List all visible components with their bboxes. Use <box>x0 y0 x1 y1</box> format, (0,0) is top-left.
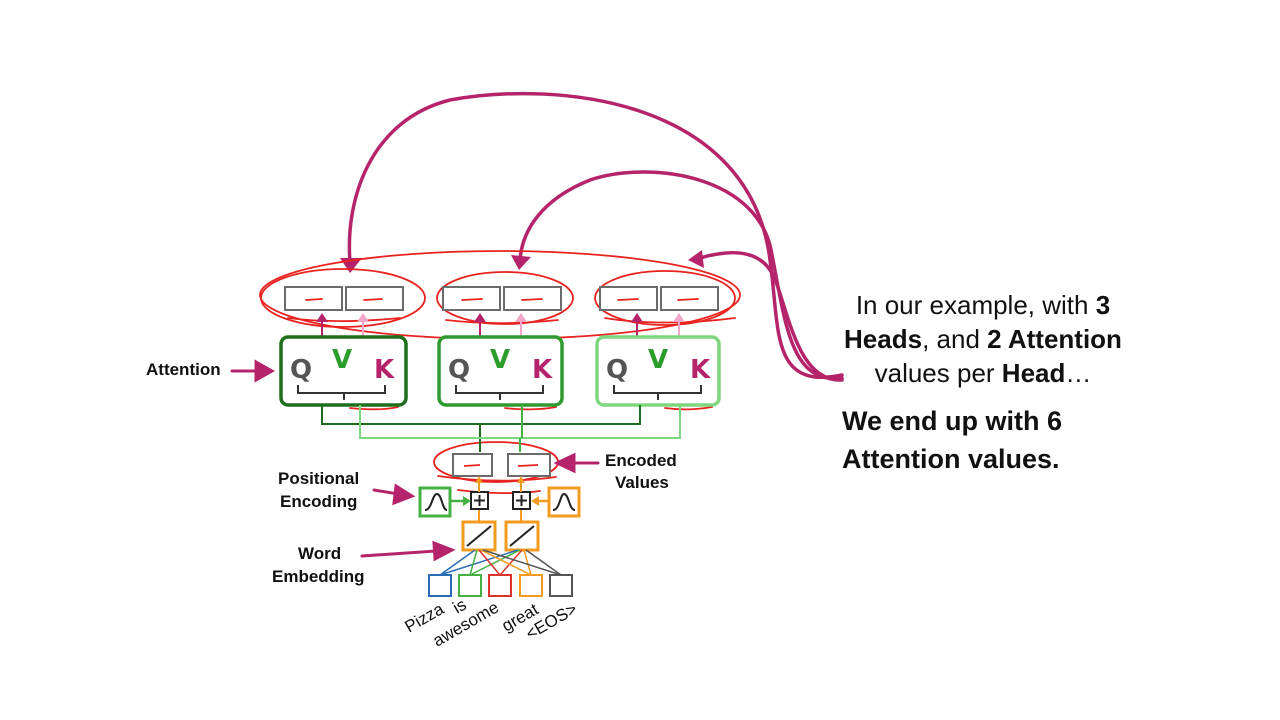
attention-head-2: Q V K <box>437 335 564 407</box>
label-values: Values <box>615 473 669 492</box>
attention-value-4 <box>503 286 562 311</box>
label-positional-2: Encoding <box>280 492 357 511</box>
svg-text:V: V <box>490 345 510 375</box>
head-connectors <box>321 405 681 452</box>
curved-arrows <box>347 91 844 382</box>
label-attention: Attention <box>146 360 221 379</box>
attention-value-2 <box>345 286 404 311</box>
svg-text:V: V <box>332 345 352 375</box>
svg-text:Q: Q <box>290 355 312 385</box>
pos-enc-box-2 <box>547 486 581 518</box>
ellipse-head-2 <box>436 271 574 325</box>
word-embedding <box>461 520 540 552</box>
curved-arrow-head-3 <box>698 250 844 382</box>
svg-text:Q: Q <box>606 355 628 385</box>
token-box-awesome <box>488 574 512 597</box>
attention-head-1: Q V K <box>279 335 408 407</box>
label-positional-1: Positional <box>278 469 359 488</box>
attention-value-dashes <box>305 298 699 301</box>
attention-value-5 <box>599 286 658 311</box>
label-embedding: Embedding <box>272 567 365 586</box>
pointer-arrows <box>230 359 600 562</box>
label-encoded: Encoded <box>605 451 677 470</box>
arrowhead-3 <box>688 250 704 268</box>
attention-value-3 <box>442 286 501 311</box>
caption-text: In our example, with 3 Heads, and 2 Atte… <box>844 290 1122 388</box>
token-boxes <box>428 574 573 597</box>
attention-value-6 <box>660 286 719 311</box>
curved-arrow-head-2 <box>518 170 844 381</box>
curved-arrow-head-1 <box>347 91 844 379</box>
qvk-up-arrowheads <box>316 313 685 322</box>
attention-value-boxes <box>284 286 719 311</box>
svg-text:K: K <box>690 355 711 385</box>
token-box-pizza <box>428 574 452 597</box>
positional-encoding <box>418 476 581 522</box>
attention-head-3: Q V K <box>595 335 721 407</box>
ellipse-head-3 <box>594 270 736 326</box>
encoded-value-boxes <box>452 453 551 477</box>
token-box-is <box>458 574 482 597</box>
token-connections <box>439 549 562 576</box>
svg-text:V: V <box>648 345 668 375</box>
red-underlines <box>287 317 736 495</box>
token-box-great <box>519 574 543 597</box>
svg-text:K: K <box>532 355 553 385</box>
token-box-eos <box>549 574 573 597</box>
conclusion-text: We end up with 6 Attention values. <box>842 406 1063 474</box>
svg-text:Q: Q <box>448 355 470 385</box>
arrowhead-2 <box>511 255 531 270</box>
label-word: Word <box>298 544 341 563</box>
attention-value-1 <box>284 286 343 311</box>
svg-text:K: K <box>374 355 395 385</box>
pos-enc-box-1 <box>418 486 452 518</box>
